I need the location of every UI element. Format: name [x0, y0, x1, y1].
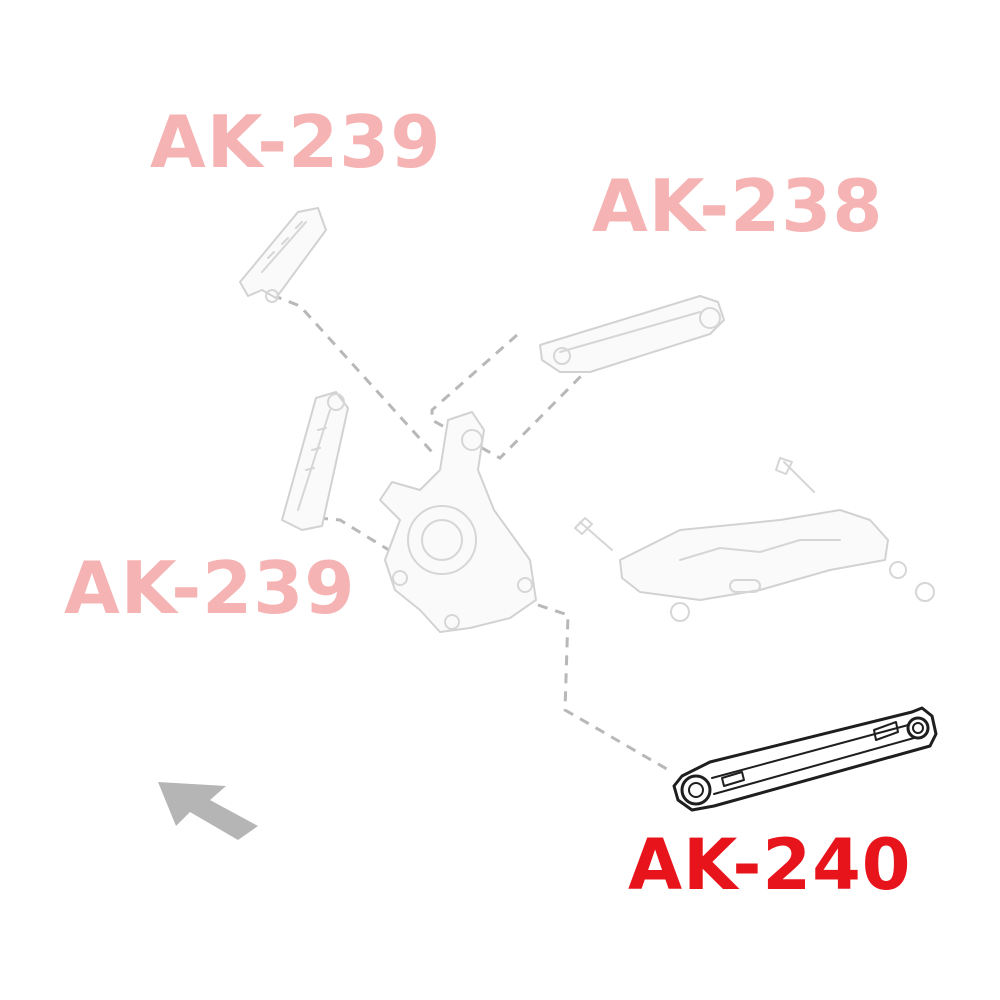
- leader-line-ak240: [537, 603, 673, 774]
- leader-line-ak239-left: [317, 516, 406, 562]
- part-label-ak239-upper: AK-239: [150, 100, 442, 184]
- camber-arm-ghost: [539, 295, 725, 373]
- subframe-ghost: [574, 457, 935, 622]
- lower-arm-ak240: [672, 706, 938, 812]
- leader-line-ak239-top: [271, 293, 434, 454]
- front-direction-arrow-icon: [158, 782, 258, 840]
- upper-arm-left-ghost: [281, 391, 349, 531]
- part-label-ak238: AK-238: [592, 164, 884, 248]
- part-label-ak240: AK-240: [628, 824, 912, 906]
- part-label-ak239-lower: AK-239: [64, 546, 356, 630]
- knuckle-ghost: [379, 411, 537, 633]
- upper-arm-top-ghost: [239, 207, 327, 303]
